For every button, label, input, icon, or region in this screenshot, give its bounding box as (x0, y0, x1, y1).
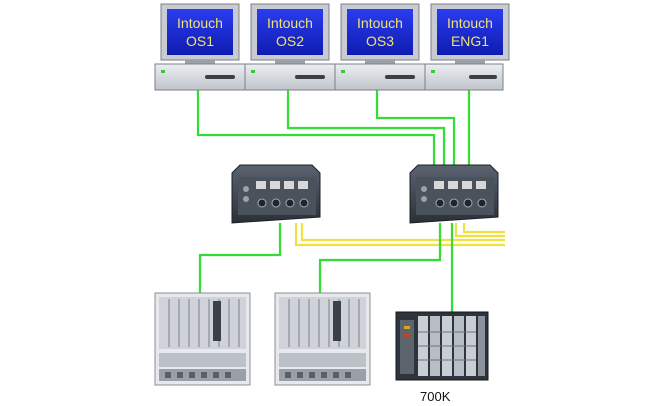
workstation-os1: Intouch OS1 (154, 3, 246, 91)
network-switch-left (231, 164, 321, 224)
workstation-os2-line2: OS2 (276, 33, 304, 49)
workstation-os2: Intouch OS2 (244, 3, 336, 91)
ethernet-lines (196, 88, 471, 312)
plc-unit (395, 311, 489, 381)
workstation-os3-line2: OS3 (366, 33, 394, 49)
plc-label: 700K (420, 389, 451, 404)
workstation-eng1-line2: ENG1 (451, 33, 489, 49)
workstation-os1-line1: Intouch (177, 15, 223, 31)
workstation-eng1-line1: Intouch (447, 15, 493, 31)
network-switch-right (409, 164, 499, 224)
workstation-os1-line2: OS1 (186, 33, 214, 49)
fieldbus-lines (294, 223, 505, 247)
workstation-os3: Intouch OS3 (334, 3, 426, 91)
workstation-os3-line1: Intouch (357, 15, 403, 31)
workstation-eng1: Intouch ENG1 (424, 3, 510, 91)
workstation-os2-line1: Intouch (267, 15, 313, 31)
controller-rack-left (154, 292, 251, 386)
controller-rack-right (274, 292, 371, 386)
